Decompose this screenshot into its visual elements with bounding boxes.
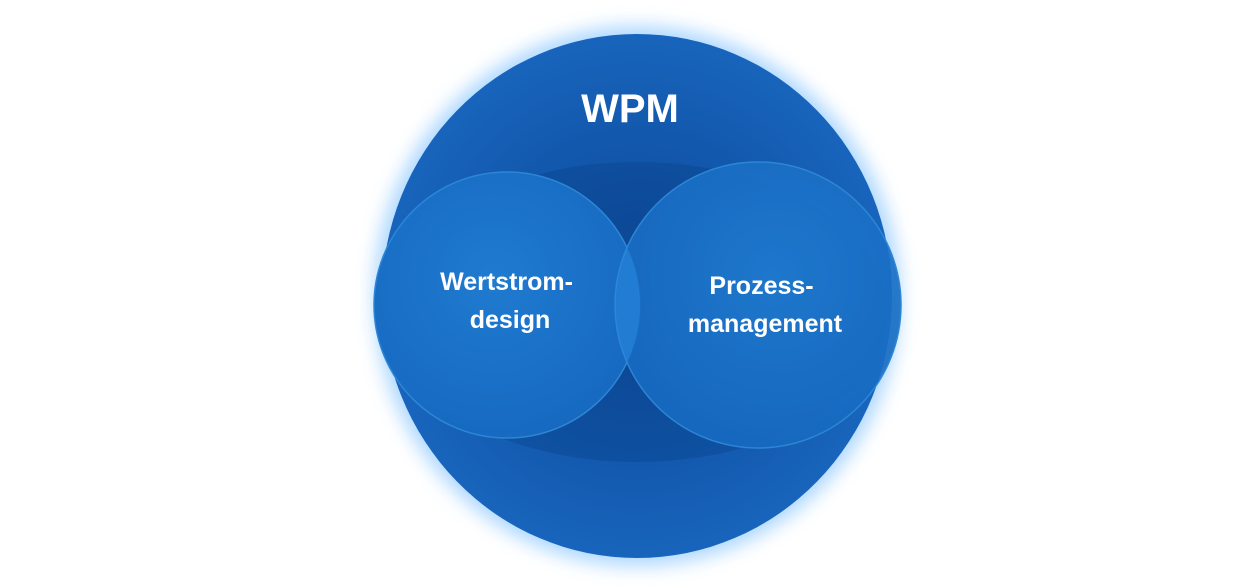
left-circle-label: Wertstrom- design [440, 268, 580, 334]
right-circle-label-line-2: management [688, 310, 843, 338]
right-circle [614, 161, 902, 449]
left-circle [373, 171, 641, 439]
outer-circle-label: WPM [581, 87, 679, 131]
right-circle-label-line-1: Prozess- [709, 272, 813, 300]
left-circle-label-line-2: design [470, 306, 551, 334]
left-circle-label-line-1: Wertstrom- [440, 268, 573, 296]
right-circle-label: Prozess- management [688, 272, 843, 338]
